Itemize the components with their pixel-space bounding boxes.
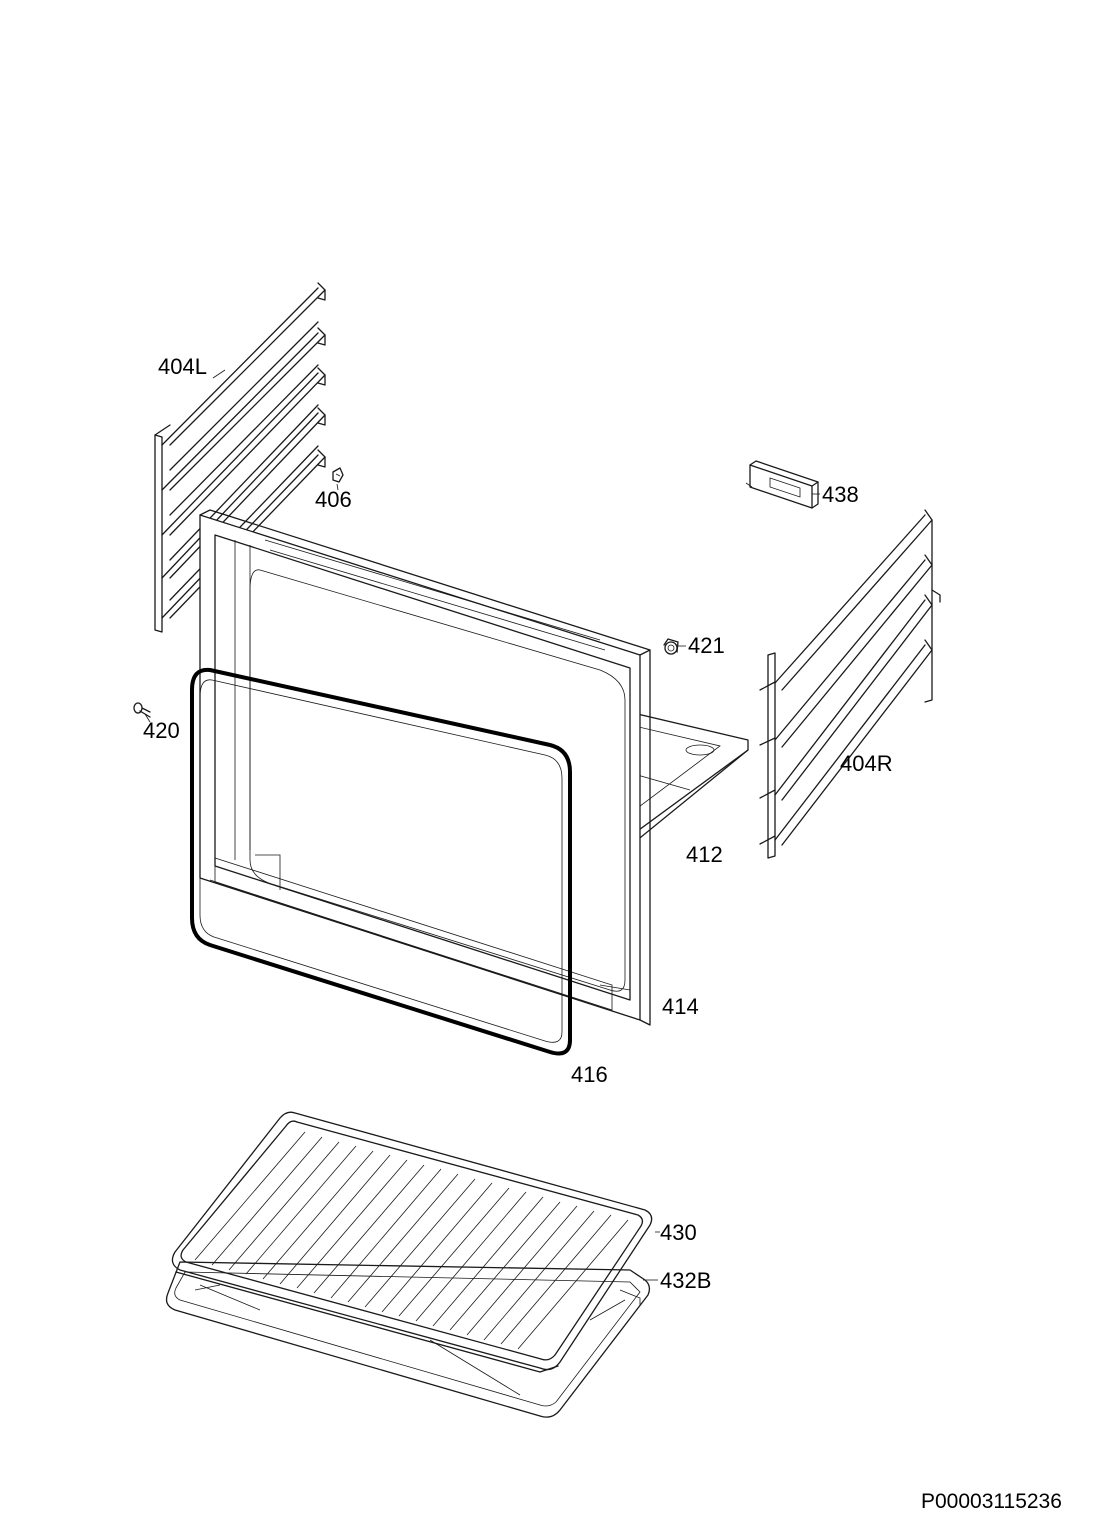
bracket-part (745, 460, 819, 509)
screw-part (133, 702, 151, 718)
left-shelf-support-rack (154, 282, 326, 633)
wire-grill-rack (171, 1111, 653, 1373)
callout-404R: 404R (840, 751, 893, 776)
callout-414: 414 (662, 994, 699, 1019)
callout-438: 438 (822, 482, 859, 507)
callout-420: 420 (143, 718, 180, 743)
right-shelf-support-rack (759, 509, 941, 859)
cavity-front-frame (199, 509, 651, 1026)
fastener-part (663, 638, 679, 655)
callout-412: 412 (686, 842, 723, 867)
leader-lines (144, 369, 820, 1281)
document-id: P00003115236 (921, 1490, 1062, 1513)
callout-404L: 404L (158, 354, 207, 379)
callout-430: 430 (660, 1220, 697, 1245)
clip-part (332, 467, 344, 483)
callout-421: 421 (688, 633, 725, 658)
callout-406: 406 (315, 487, 352, 512)
door-gasket (190, 667, 572, 1056)
callout-416: 416 (571, 1062, 608, 1087)
baking-tray (165, 1261, 651, 1418)
callout-432B: 432B (660, 1268, 712, 1293)
